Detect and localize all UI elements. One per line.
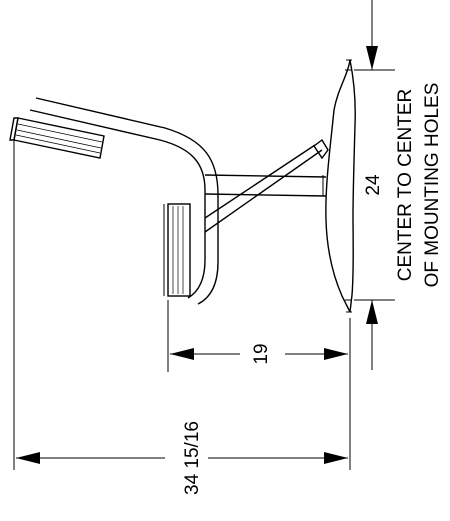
hole-spacing-line2: OF MOUNTING HOLES: [422, 83, 443, 288]
lower-height-dimension: 19: [170, 343, 348, 365]
lower-height-label: 19: [251, 343, 272, 364]
diagonal-brace: [204, 138, 329, 233]
lower-pad: [163, 203, 191, 297]
extension-lines: [13, 69, 395, 470]
overall-height-dimension: 34 15/16: [16, 421, 348, 495]
upper-pad: [9, 117, 105, 159]
horizontal-support-arm: [204, 174, 327, 197]
hole-spacing-dimension: 24 CENTER TO CENTER OF MOUNTING HOLES: [363, 0, 443, 370]
hole-spacing-line1: CENTER TO CENTER: [395, 89, 416, 282]
overall-height-label: 34 15/16: [182, 421, 203, 495]
hole-spacing-value: 24: [363, 174, 384, 196]
curved-frame-arm: [29, 97, 219, 305]
mounting-plate: [325, 59, 356, 313]
